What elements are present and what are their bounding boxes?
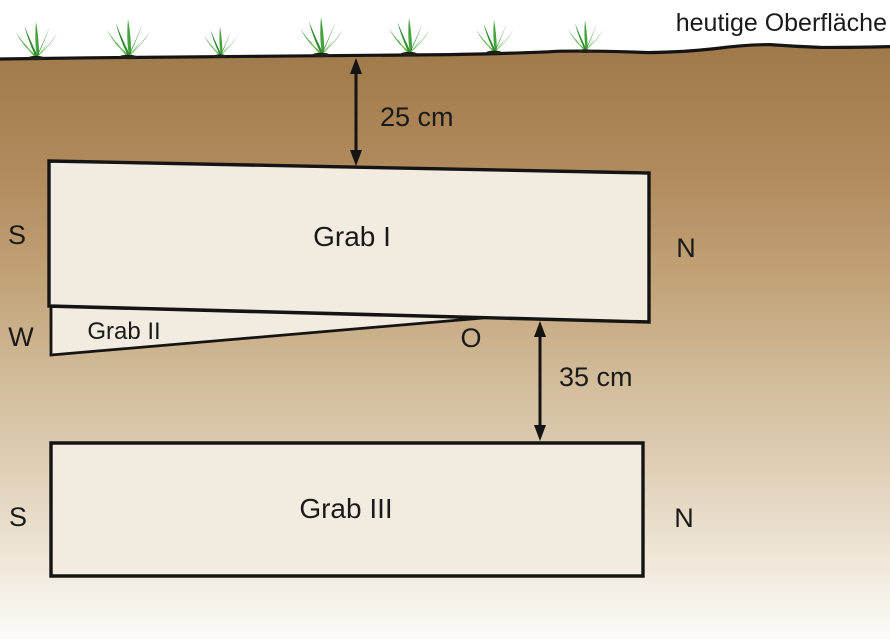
surface-label: heutige Oberfläche (676, 9, 887, 37)
direction-label-n-grab1: N (676, 233, 696, 263)
grave-3-shape (49, 441, 645, 578)
measure-arrow-35cm: 35 cm (534, 321, 633, 441)
grave-1-shape (47, 159, 651, 324)
direction-label-o-grab2: O (460, 323, 481, 353)
arrowhead-up-icon (350, 58, 362, 74)
arrowhead-down-icon (350, 150, 362, 166)
direction-label-s-grab1: S (8, 220, 26, 250)
direction-label-w-grab2: W (8, 322, 34, 352)
depth-label-25cm: 25 cm (380, 102, 454, 132)
direction-label-n-grab3: N (674, 503, 694, 533)
depth-label-35cm: 35 cm (559, 362, 633, 392)
direction-label-s-grab3: S (9, 502, 27, 532)
grave-2-label: Grab II (87, 318, 160, 345)
arrowhead-down-icon (534, 425, 546, 441)
grave-2-shape (49, 305, 484, 357)
grave-1-label: Grab I (313, 221, 391, 252)
grave-3-label: Grab III (299, 493, 392, 524)
arrowhead-up-icon (534, 321, 546, 337)
measure-arrow-25cm: 25 cm (350, 58, 454, 166)
